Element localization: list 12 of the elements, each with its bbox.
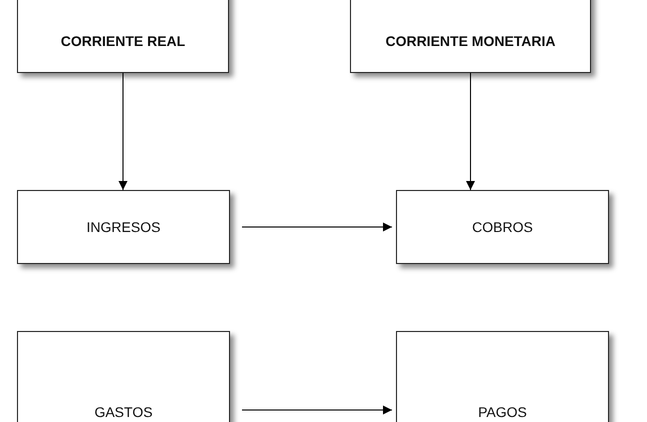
- arrow: [242, 222, 392, 232]
- process-box: [17, 190, 230, 264]
- header-label: CORRIENTE MONETARIA: [384, 32, 557, 51]
- box-label: INGRESOS: [86, 218, 162, 237]
- arrow: [118, 72, 128, 190]
- arrow: [466, 72, 475, 190]
- arrow: [242, 406, 392, 414]
- box-label: COBROS: [471, 218, 534, 237]
- box-label: PAGOS: [477, 403, 528, 422]
- process-box: [396, 190, 609, 264]
- box-label: GASTOS: [93, 403, 154, 422]
- header-label: CORRIENTE REAL: [60, 32, 186, 51]
